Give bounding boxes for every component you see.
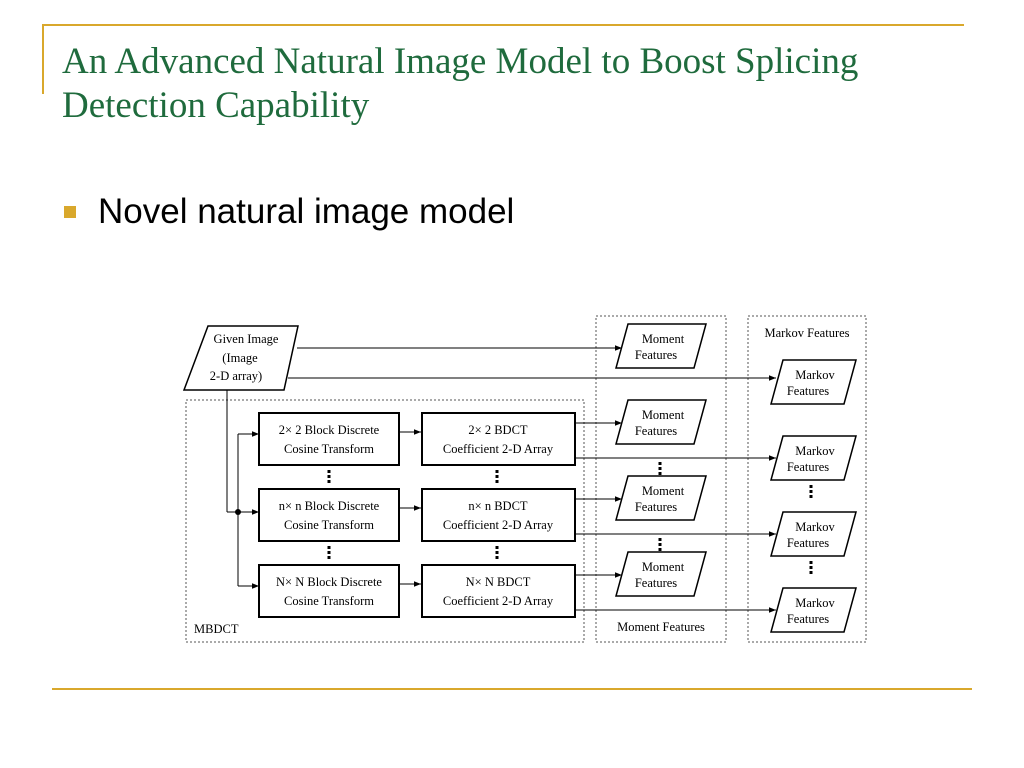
slide-title: An Advanced Natural Image Model to Boost…: [62, 41, 859, 126]
moment-feature-line1: Moment: [642, 484, 685, 498]
given-image-line1: Given Image: [214, 332, 279, 346]
moment-feature-line2: Features: [635, 424, 677, 438]
moment-feature-line1: Moment: [642, 332, 685, 346]
bottom-rule: [52, 688, 972, 690]
bullet-text: Novel natural image model: [98, 192, 515, 231]
given-image-node: Given Image (Image 2-D array): [182, 325, 299, 391]
title-frame-top-rule: [42, 24, 964, 26]
array-box-2x2: 2× 2 BDCT Coefficient 2-D Array: [421, 412, 576, 466]
array-box-NxN: N× N BDCT Coefficient 2-D Array: [421, 564, 576, 618]
ellipsis-array-upper: [495, 470, 499, 483]
array-NxN-line1: N× N BDCT: [466, 575, 531, 589]
markov-feature-line1: Markov: [795, 520, 835, 534]
bullet-item: Novel natural image model: [64, 190, 514, 234]
array-2x2-line1: 2× 2 BDCT: [468, 423, 528, 437]
ellipsis-transform-upper: [327, 470, 331, 483]
markov-feature-node: Markov Features: [770, 435, 857, 481]
array-NxN-line2: Coefficient 2-D Array: [443, 594, 554, 608]
moment-feature-node: Moment Features: [615, 475, 707, 521]
transform-box-nxn: n× n Block Discrete Cosine Transform: [258, 488, 400, 542]
markov-feature-node: Markov Features: [770, 359, 857, 405]
array-nxn-line2: Coefficient 2-D Array: [443, 518, 554, 532]
ellipsis-moment-upper: [658, 462, 662, 475]
given-image-line3: 2-D array): [210, 369, 262, 383]
markov-feature-line2: Features: [787, 460, 829, 474]
ellipsis-array-lower: [495, 546, 499, 559]
markov-group-label: Markov Features: [764, 326, 849, 340]
transform-nxn-line2: Cosine Transform: [284, 518, 374, 532]
moment-feature-node: Moment Features: [615, 323, 707, 369]
markov-feature-line1: Markov: [795, 368, 835, 382]
transform-box-2x2: 2× 2 Block Discrete Cosine Transform: [258, 412, 400, 466]
moment-feature-node: Moment Features: [615, 551, 707, 597]
title-frame-left-rule: [42, 24, 44, 94]
markov-feature-line2: Features: [787, 536, 829, 550]
ellipsis-markov-upper: [809, 485, 813, 498]
moment-feature-line1: Moment: [642, 560, 685, 574]
transform-2x2-line1: 2× 2 Block Discrete: [279, 423, 380, 437]
markov-feature-line2: Features: [787, 384, 829, 398]
mbdct-label: MBDCT: [194, 622, 239, 636]
moment-feature-line1: Moment: [642, 408, 685, 422]
markov-feature-node: Markov Features: [770, 511, 857, 557]
moment-feature-node: Moment Features: [615, 399, 707, 445]
moment-feature-line2: Features: [635, 348, 677, 362]
array-nxn-line1: n× n BDCT: [468, 499, 528, 513]
moment-feature-line2: Features: [635, 576, 677, 590]
ellipsis-markov-lower: [809, 561, 813, 574]
transform-NxN-line2: Cosine Transform: [284, 594, 374, 608]
transform-NxN-line1: N× N Block Discrete: [276, 575, 382, 589]
array-2x2-line2: Coefficient 2-D Array: [443, 442, 554, 456]
mbdct-feature-diagram: MBDCT Moment Features Markov Features Gi…: [182, 315, 867, 643]
markov-feature-line1: Markov: [795, 596, 835, 610]
array-box-nxn: n× n BDCT Coefficient 2-D Array: [421, 488, 576, 542]
transform-box-NxN: N× N Block Discrete Cosine Transform: [258, 564, 400, 618]
moment-feature-line2: Features: [635, 500, 677, 514]
markov-feature-line1: Markov: [795, 444, 835, 458]
moment-group-label: Moment Features: [617, 620, 705, 634]
markov-feature-node: Markov Features: [770, 587, 857, 633]
transform-nxn-line1: n× n Block Discrete: [279, 499, 380, 513]
markov-group-box: [747, 315, 867, 643]
moment-group-box: [595, 315, 727, 643]
given-image-line2: (Image: [222, 351, 258, 365]
bullet-square-icon: [64, 206, 76, 218]
ellipsis-moment-lower: [658, 538, 662, 551]
markov-feature-line2: Features: [787, 612, 829, 626]
ellipsis-transform-lower: [327, 546, 331, 559]
transform-2x2-line2: Cosine Transform: [284, 442, 374, 456]
